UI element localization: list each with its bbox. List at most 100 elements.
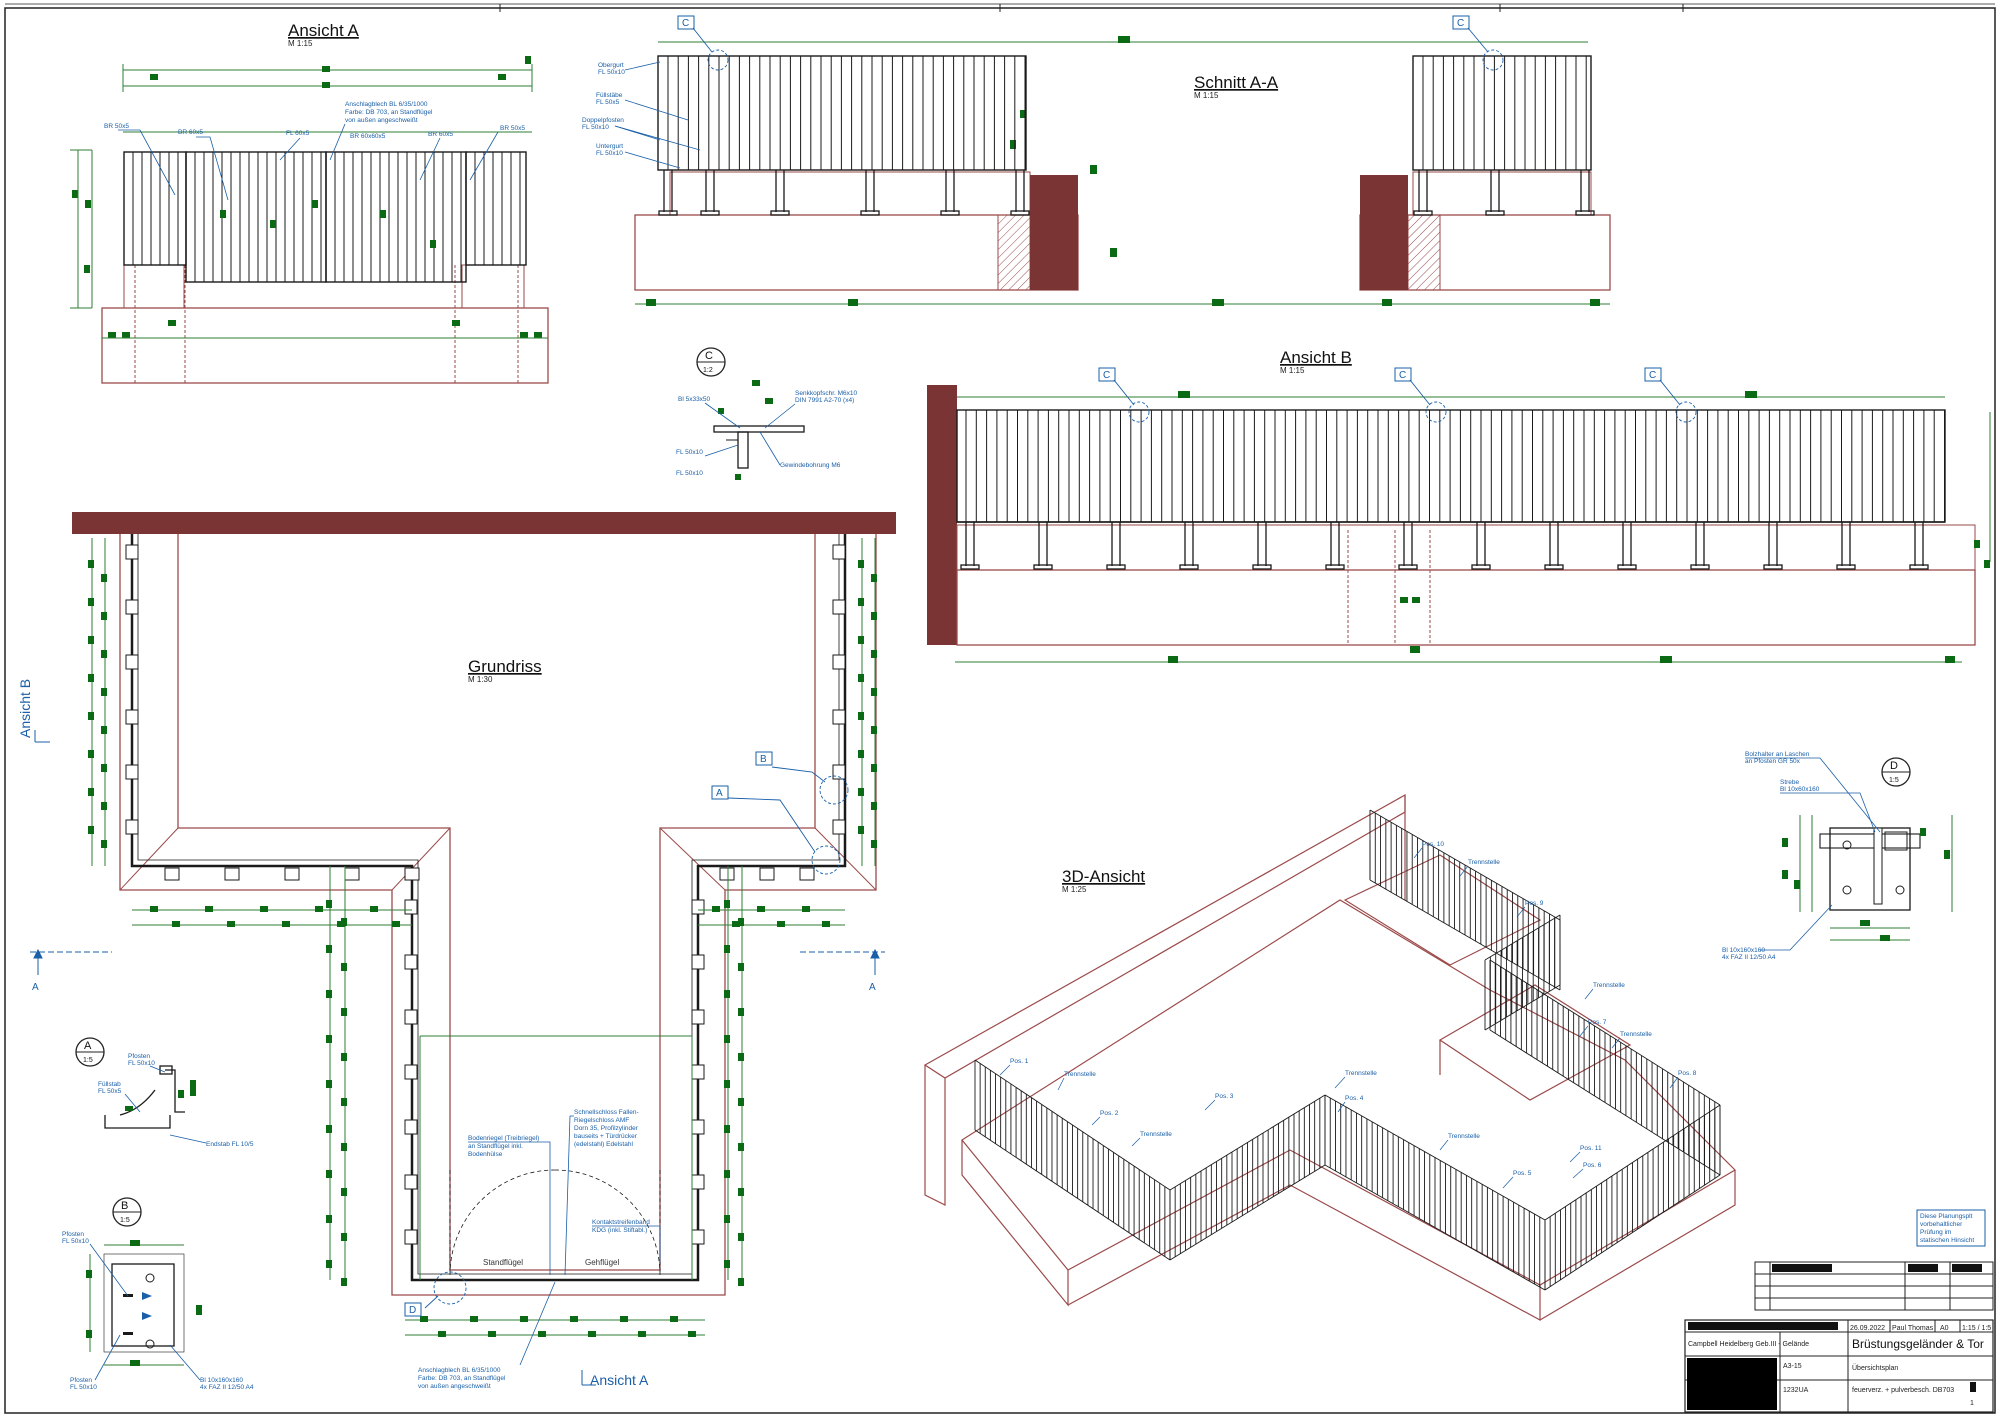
drawing-rect <box>404 1174 418 1190</box>
schnitt-wall-left <box>1030 175 1078 290</box>
drawing-rect <box>960 564 980 570</box>
tb-drawn-by: Paul Thomas <box>1892 1325 1934 1332</box>
grundriss-tag-d: D <box>409 1305 416 1316</box>
grundriss-wall <box>72 512 896 534</box>
drawing-rect <box>570 1316 578 1322</box>
detail-b-label-2: Pfosten <box>70 1377 92 1384</box>
ansicht-b-plinth <box>956 569 1976 646</box>
detail-d-label-2: Strebe <box>1780 779 1800 786</box>
drawing-rect <box>164 867 180 881</box>
drawing-rect <box>260 906 268 912</box>
ansicht-a-plinth <box>101 307 549 384</box>
drawing-rect <box>719 867 735 881</box>
schnitt-label-2: Füllstäbe <box>596 92 623 99</box>
schnitt-label-2b: FL 50x5 <box>596 99 620 106</box>
ansicht-b-marker: Ansicht B <box>17 679 33 738</box>
drawing-rect <box>724 1260 730 1268</box>
drawing-rect <box>284 867 300 881</box>
drawing-rect <box>724 945 730 953</box>
detail-b: B 1:5 Pfosten FL 50x10 Pfosten FL 50x10 … <box>62 1197 254 1391</box>
drawing-rect <box>724 1125 730 1133</box>
drawing-rect <box>940 210 960 216</box>
drawing-rect <box>341 1098 347 1106</box>
view-schnitt-aa: Schnitt A-A M 1:15 <box>582 15 1611 306</box>
ansicht-a-label-4: BR 60x60x5 <box>350 133 386 140</box>
drawing-rect <box>832 654 846 670</box>
drawing-rect <box>488 1331 496 1337</box>
drawing-rect <box>1690 564 1710 570</box>
tb-company: Campbell Heidelberg Geb.III - Gelände <box>1688 1341 1809 1348</box>
iso-pos-8: Pos. 8 <box>1678 1070 1697 1077</box>
ansicht-a-label-3: FL 60x5 <box>286 130 310 137</box>
drawing-rect <box>326 900 332 908</box>
detail-a-label-1: Pfosten <box>128 1053 150 1060</box>
tb-format: A0 <box>1940 1325 1949 1332</box>
drawing-rect <box>724 1035 730 1043</box>
drawing-rect <box>712 906 720 912</box>
drawing-rect <box>777 921 785 927</box>
drawing-rect <box>871 574 877 582</box>
schnitt-tag-c2: C <box>1457 18 1464 29</box>
drawing-rect <box>88 674 94 682</box>
ansicht-b-wall <box>927 385 957 645</box>
tb-surface: feuerverz. + pulverbesch. DB703 <box>1852 1387 1954 1394</box>
schnitt-wall-right <box>1360 175 1408 290</box>
ansicht-a-scale: M 1:15 <box>288 39 313 48</box>
view-ansicht-a: Ansicht A M 1:15 <box>70 21 549 384</box>
drawing-rect <box>470 1316 478 1322</box>
iso-title: 3D-Ansicht <box>1062 867 1145 886</box>
drawing-rect <box>370 906 378 912</box>
iso-trenn-6: Trennstelle <box>1593 982 1625 989</box>
drawing-rect <box>101 688 107 696</box>
drawing-rect <box>1010 210 1030 216</box>
detail-c-scale: 1:2 <box>703 367 713 374</box>
view-ansicht-b: Ansicht B M 1:15 C C <box>927 348 1991 663</box>
detail-b-scale: 1:5 <box>120 1217 130 1224</box>
drawing-rect <box>738 1278 744 1286</box>
grundriss-gehfluegel: Gehflügel <box>585 1258 619 1267</box>
gate-note-left-1: Bodenriegel (Treibriegel) <box>468 1135 539 1142</box>
iso-pos-9: Pos. 9 <box>1525 900 1544 907</box>
detail-a: A 1:5 Pfosten FL 50x10 Füllstab FL 50x5 … <box>75 1037 254 1148</box>
ansicht-a-label-6: BR 50x5 <box>500 125 525 132</box>
drawing-rect <box>1575 210 1595 216</box>
drawing-rect <box>588 1331 596 1337</box>
detail-d-label-2b: Bl 10x60x160 <box>1780 786 1820 793</box>
drawing-rect <box>822 921 830 927</box>
detail-d-scale: 1:5 <box>1889 777 1899 784</box>
drawing-rect <box>738 1098 744 1106</box>
iso-building <box>923 793 1736 1322</box>
drawing-rect <box>341 918 347 926</box>
drawing-rect <box>858 712 864 720</box>
drawing-rect <box>670 1316 678 1322</box>
drawing-rect <box>88 636 94 644</box>
iso-pos-3: Pos. 3 <box>1215 1093 1234 1100</box>
drawing-rect <box>326 1125 332 1133</box>
drawing-rect <box>101 802 107 810</box>
drawing-rect <box>88 826 94 834</box>
drawing-rect <box>1179 564 1199 570</box>
drawing-rect <box>227 921 235 927</box>
iso-pos-6: Pos. 6 <box>1583 1162 1602 1169</box>
drawing-rect <box>620 1316 628 1322</box>
drawing-rect <box>88 560 94 568</box>
detail-d-label-3b: 4x FAZ II 12/50 A4 <box>1722 954 1776 961</box>
gate-note-mid-1: Schnellschloss Fallen- <box>574 1109 639 1116</box>
drawing-rect <box>404 1119 418 1135</box>
drawing-rect <box>738 1233 744 1241</box>
drawing-rect <box>1909 564 1929 570</box>
drawing-rect <box>438 1331 446 1337</box>
tb-sheet-no: 1 <box>1970 1400 1974 1407</box>
gate-note-bottom-2: Farbe: DB 703, an Standflügel <box>418 1375 506 1382</box>
detail-b-label-2b: FL 50x10 <box>70 1384 97 1391</box>
drawing-rect <box>688 1331 696 1337</box>
drawing-rect <box>404 1229 418 1245</box>
drawing-rect <box>538 1331 546 1337</box>
ansicht-a-label-5: BR 60x5 <box>428 131 453 138</box>
drawing-rect <box>420 1316 428 1322</box>
drawing-rect <box>691 954 705 970</box>
detail-b-label-1b: FL 50x10 <box>62 1238 89 1245</box>
drawing-rect <box>871 840 877 848</box>
drawing-rect <box>871 802 877 810</box>
drawing-rect <box>738 1053 744 1061</box>
